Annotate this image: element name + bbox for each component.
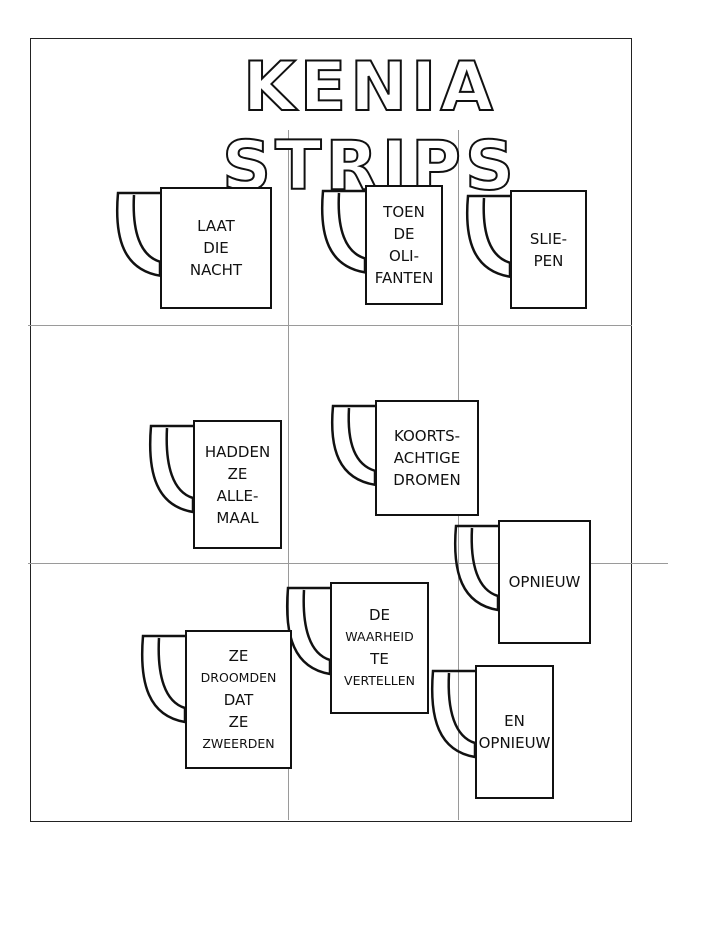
mug-text-line: OLI- [389,247,419,265]
mug-text-box: LAAT DIE NACHT [160,187,272,309]
mug-text-line: DIE [203,239,229,257]
mug-text-line: LAAT [197,217,235,235]
panel-divider-h1 [28,325,632,326]
mug-text-line: WAARHEID [345,629,414,644]
mug-text-line: HADDEN [204,442,271,461]
mug-text-line: ZE [228,646,249,665]
mug-text-box: SLIE- PEN [510,190,587,309]
mug-text-line: PEN [533,251,564,270]
panel-divider-h2 [28,563,668,564]
mug-text-box: HADDEN ZE ALLE- MAAL [193,420,282,549]
mug-text-line: OPNIEUW [478,734,551,752]
mug-text-line: MAAL [216,508,259,527]
mug-text-line: EN [504,712,525,730]
mug-text-line: ALLE- [216,486,259,505]
mug-text-box: KOORTS- ACHTIGE DROMEN [375,400,479,516]
mug-text-line: ACHTIGE [393,449,461,467]
mug-text-line: DAT [223,690,254,709]
mug-text-line: TOEN [383,203,425,221]
mug-text-box: DE WAARHEID TE VERTELLEN [330,582,429,714]
panel-divider-v1 [288,130,289,820]
mug-text-line: NACHT [189,261,243,279]
mug-text-box: OPNIEUW [498,520,591,644]
mug-text-line: ZE [228,712,249,731]
mug-text-box: TOEN DE OLI- FANTEN [365,185,443,305]
mug-text-line: DROOMDEN [200,669,277,685]
mug-text-line: ZE [227,464,248,483]
page-frame [30,38,632,822]
mug-text-line: TE [370,650,389,668]
mug-text-line: ZWEERDEN [202,735,275,751]
mug-text-line: SLIE- [529,229,568,248]
mug-text-line: DE [368,606,391,624]
mug-text-line: DROMEN [393,471,461,489]
mug-text-line: DE [393,225,415,243]
mug-text-line: VERTELLEN [344,673,415,688]
mug-text-line: FANTEN [374,269,434,287]
mug-text-line: KOORTS- [393,427,461,445]
mug-text-line: OPNIEUW [508,573,581,591]
mug-text-box: EN OPNIEUW [475,665,554,799]
mug-text-box: ZE DROOMDEN DAT ZE ZWEERDEN [185,630,292,769]
